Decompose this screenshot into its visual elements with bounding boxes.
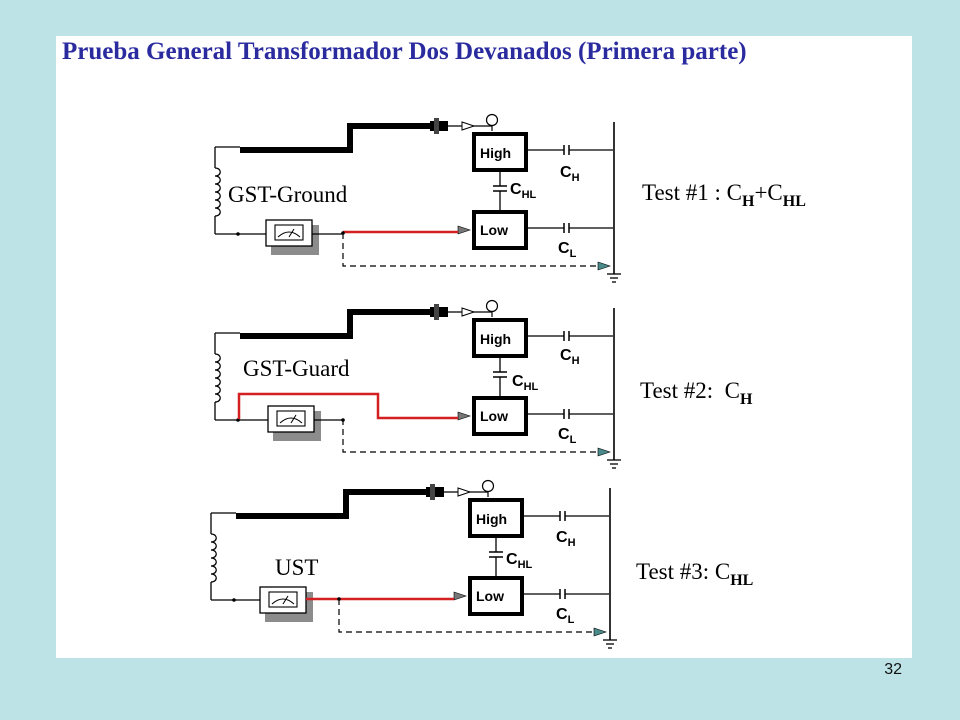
cap-h-label-1: CH <box>560 164 580 184</box>
high-label-1: High <box>480 145 511 161</box>
cap-hl-label-1: CHL <box>510 181 537 201</box>
low-label-3: Low <box>476 588 504 604</box>
cap-hl-label-2: CHL <box>512 373 539 393</box>
test-label-3: Test #3: CHL <box>636 559 753 589</box>
test-label-1: Test #1 : CH+CHL <box>642 180 806 210</box>
high-label-3: High <box>476 511 507 527</box>
cap-l-label-1: CL <box>558 240 577 260</box>
test-label-2: Test #2: CH <box>640 378 753 408</box>
panel-1-gst-ground: GST-Ground High Low CHL CH CL Test #1 : … <box>215 115 806 283</box>
page-number: 32 <box>884 661 902 678</box>
red-lead <box>237 392 458 420</box>
meter-icon <box>265 219 320 256</box>
cap-hl-label-3: CHL <box>506 551 533 571</box>
meter-icon <box>259 586 314 623</box>
cap-l-label-3: CL <box>556 606 575 626</box>
cap-h-label-2: CH <box>560 347 580 367</box>
panel-2-gst-guard: GST-Guard High Low CHL CH CL Test #2: CH <box>215 301 753 469</box>
mode-label-2: GST-Guard <box>243 356 350 381</box>
mode-label-3: UST <box>275 555 318 580</box>
low-label-2: Low <box>480 408 508 424</box>
high-label-2: High <box>480 331 511 347</box>
cap-h-label-3: CH <box>556 529 576 549</box>
meter-icon <box>267 405 322 442</box>
panel-3-ust: UST High Low CHL CH CL Test #3: CHL <box>211 481 753 649</box>
cap-l-label-2: CL <box>558 426 577 446</box>
slide-title: Prueba General Transformador Dos Devanad… <box>62 38 747 65</box>
mode-label-1: GST-Ground <box>228 182 348 207</box>
low-label-1: Low <box>480 222 508 238</box>
